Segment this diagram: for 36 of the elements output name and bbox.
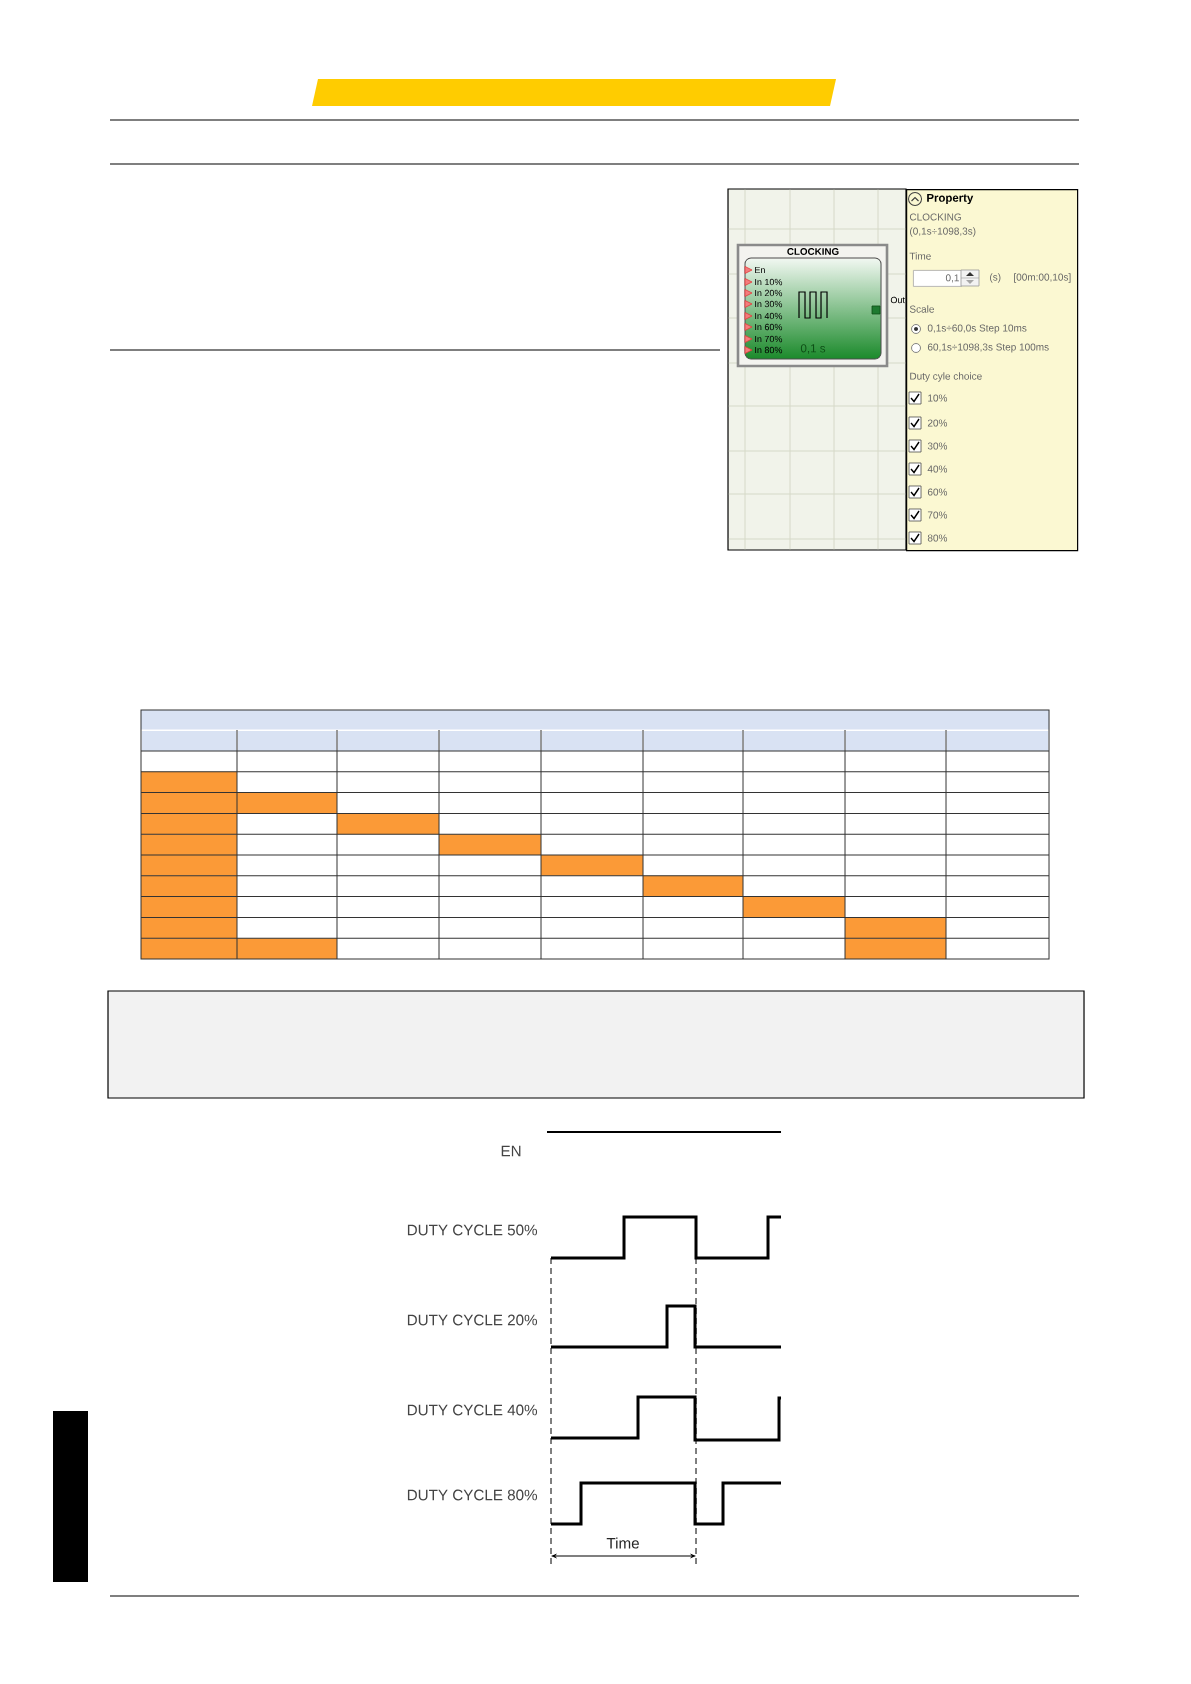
field-label: Duty cyle choice bbox=[910, 372, 982, 382]
checkbox-label: 20% bbox=[927, 419, 948, 427]
signal-label: DUTY CYCLE 50% bbox=[407, 1224, 538, 1236]
pin-label: In 20% bbox=[755, 289, 783, 297]
pin-label: In 10% bbox=[755, 278, 783, 286]
output-label: Out bbox=[890, 296, 905, 304]
unit-label: (s) bbox=[990, 273, 1001, 283]
signal-label: EN bbox=[501, 1145, 521, 1157]
block-title: CLOCKING bbox=[787, 248, 839, 255]
pin-label: In 80% bbox=[755, 346, 783, 354]
input-field: 0,1 bbox=[913, 270, 962, 287]
checkbox-label: 60% bbox=[927, 488, 948, 496]
pin-label: En bbox=[755, 266, 765, 274]
pin-label: In 40% bbox=[755, 312, 783, 320]
checkbox-label: 10% bbox=[928, 394, 948, 402]
checkbox-label: 40% bbox=[927, 465, 948, 473]
signal-label: DUTY CYCLE 80% bbox=[407, 1489, 538, 1501]
block-name: CLOCKING bbox=[909, 213, 961, 221]
note-box bbox=[107, 990, 1085, 1099]
checkbox-label: 80% bbox=[927, 534, 948, 542]
signal-label: DUTY CYCLE 40% bbox=[407, 1404, 538, 1416]
option-label: 0,1s÷60,0s Step 10ms bbox=[927, 324, 1027, 334]
time-readout: [00m:00,10s] bbox=[1014, 273, 1071, 283]
dimension-label: Time bbox=[606, 1537, 639, 1549]
pin-label: In 30% bbox=[755, 300, 783, 308]
checkbox-label: 30% bbox=[927, 442, 948, 450]
range-label: (0,1s÷1098,3s) bbox=[910, 227, 976, 237]
pin-label: In 60% bbox=[755, 323, 783, 331]
field-label: Scale bbox=[909, 305, 934, 313]
field-label: Time bbox=[909, 252, 931, 260]
checkbox-label: 70% bbox=[927, 511, 948, 519]
signal-label: DUTY CYCLE 20% bbox=[407, 1314, 538, 1326]
duration-label: 0,1 s bbox=[800, 344, 826, 354]
pin-label: In 70% bbox=[755, 335, 783, 343]
panel-heading: Property bbox=[927, 193, 974, 205]
option-label: 60,1s÷1098,3s Step 100ms bbox=[927, 343, 1049, 353]
